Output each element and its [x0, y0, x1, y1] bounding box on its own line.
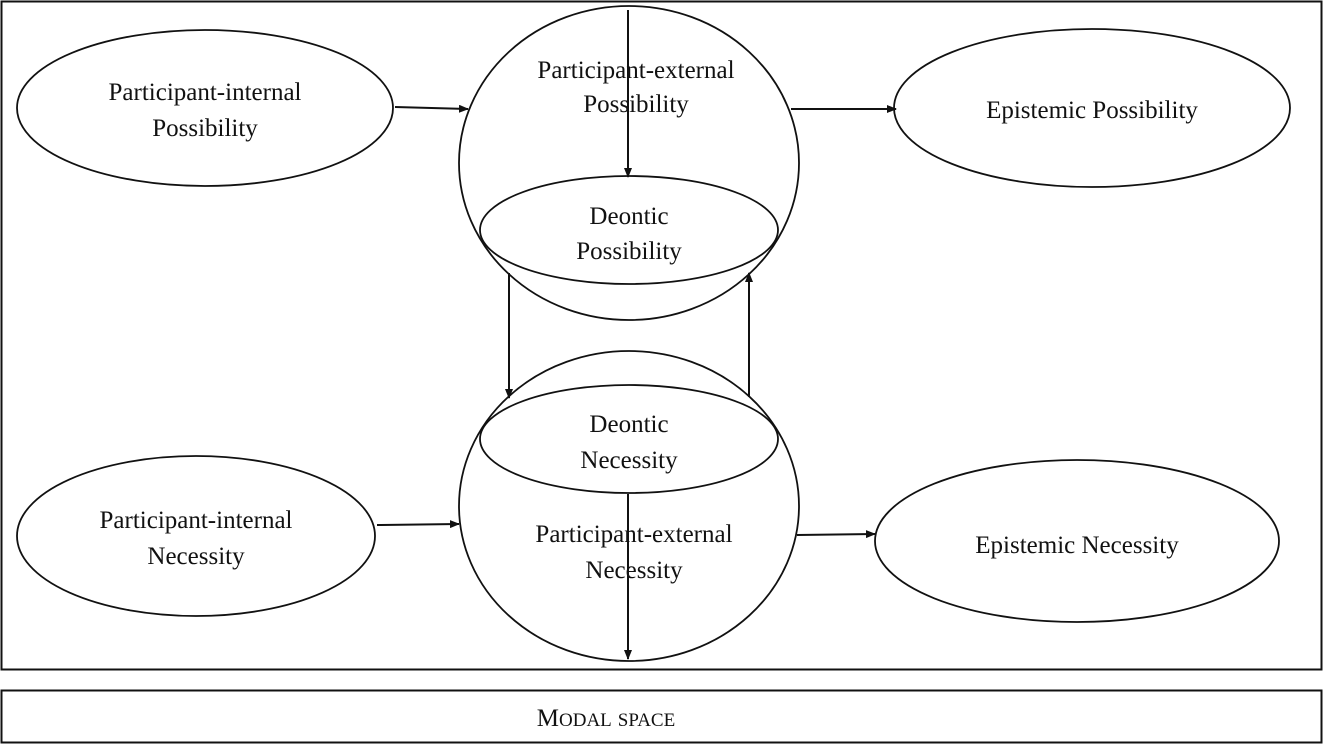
- node-label-line1: Participant-internal: [100, 507, 293, 534]
- node-label-line1: Deontic: [589, 203, 668, 230]
- node-participant-internal-possibility: Participant-internal Possibility: [16, 29, 394, 187]
- node-epistemic-necessity: Epistemic Necessity: [874, 459, 1280, 623]
- node-epistemic-possibility: Epistemic Possibility: [893, 28, 1291, 188]
- node-label-line2: Necessity: [147, 543, 245, 570]
- node-label-line1: Participant-external: [535, 521, 732, 548]
- node-label-line2: Possibility: [583, 91, 689, 118]
- node-label-line1: Deontic: [589, 411, 668, 438]
- node-label-line1: Epistemic Necessity: [975, 532, 1179, 559]
- node-label-line1: Participant-external: [537, 57, 734, 84]
- node-label-line2: Possibility: [152, 115, 258, 142]
- arrow-internal-to-external-necessity: [376, 520, 460, 529]
- diagram-frame: [0, 0, 1323, 671]
- caption-rest-1: odal: [559, 710, 612, 731]
- node-label-line1: Participant-internal: [109, 79, 302, 106]
- node-deontic-possibility: Deontic Possibility: [479, 175, 779, 285]
- caption-rest-2: pace: [628, 710, 675, 731]
- caption-initial-1: M: [537, 705, 559, 732]
- node-label-line2: Necessity: [580, 447, 678, 474]
- node-label-line2: Necessity: [585, 557, 683, 584]
- node-participant-internal-necessity: Participant-internal Necessity: [16, 455, 376, 617]
- arrow-external-to-epistemic-necessity: [796, 530, 876, 539]
- node-deontic-necessity: Deontic Necessity: [479, 384, 779, 494]
- arrow-internal-to-external-possibility: [394, 104, 469, 113]
- node-label-line1: Epistemic Possibility: [986, 97, 1198, 124]
- caption-frame: [0, 689, 1323, 744]
- caption-initial-2: s: [618, 710, 629, 731]
- node-label-line2: Possibility: [576, 238, 682, 265]
